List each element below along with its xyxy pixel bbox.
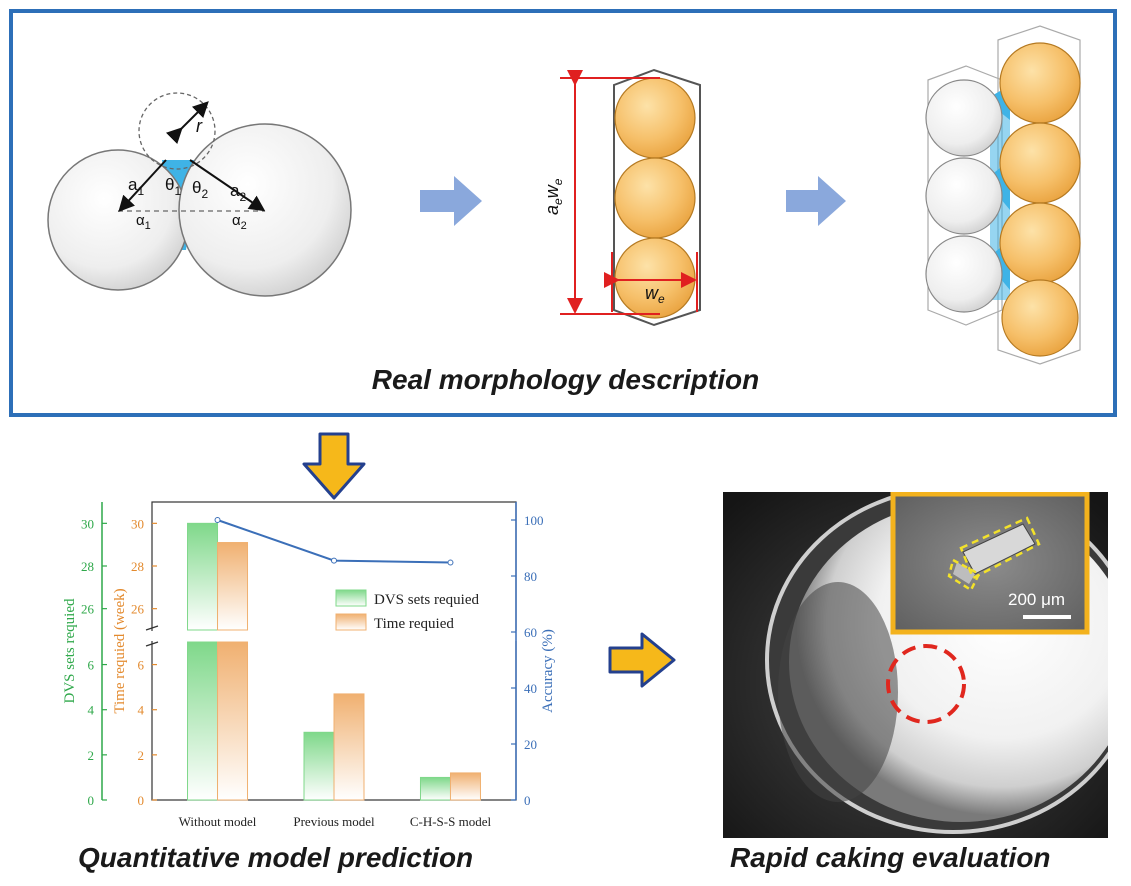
crystal-cluster: [925, 25, 1081, 365]
alpha1-label: α1: [136, 212, 151, 232]
theta2-label: θ2: [192, 178, 208, 201]
alpha2-label: α2: [232, 212, 247, 232]
time-axis-tick-label: 4: [138, 703, 145, 718]
dvs-axis-tick-label: 26: [81, 602, 95, 617]
cluster-gray-1: [925, 79, 1003, 157]
accuracy-axis-tick-label: 80: [524, 569, 537, 584]
accuracy-axis-tick-label: 100: [524, 513, 544, 528]
accuracy-point-0: [214, 517, 221, 523]
dvs-axis-tick-label: 6: [88, 658, 95, 673]
accuracy-point-1: [331, 557, 337, 564]
crystal-outline: [613, 68, 701, 327]
legend-swatch-1: [335, 613, 367, 631]
flow-arrow-1: [420, 176, 482, 226]
category-label: Without model: [179, 814, 257, 829]
prediction-caption: Quantitative model prediction: [78, 842, 474, 873]
accuracy-axis-title: Accuracy (%): [540, 629, 556, 713]
petri-dish-photo: 200 μm: [723, 492, 1108, 838]
cluster-orange-4: [1001, 279, 1079, 357]
caking-caption: Rapid caking evaluation: [730, 842, 1051, 873]
legend-label-0: DVS sets requied: [374, 592, 479, 608]
legend-label-1: Time requied: [374, 616, 454, 632]
time-axis-tick-label: 6: [138, 658, 145, 673]
category-label: Previous model: [293, 814, 375, 829]
axis-break-mark: [145, 641, 159, 647]
a2-label: a2: [230, 181, 246, 204]
accuracy-point-2: [447, 559, 454, 566]
time-axis-title: Time requied (week): [112, 588, 128, 713]
bar-0-2: [419, 776, 451, 801]
meniscus-circle: [138, 92, 216, 170]
time-axis-tick-label: 0: [138, 793, 145, 808]
bar-1-2: [449, 772, 481, 801]
time-axis-tick-label: 30: [131, 516, 144, 531]
cluster-gray-3: [925, 235, 1003, 313]
axis-break-gap: [153, 631, 515, 641]
morphology-diagram: r a1 a2 θ1 θ2 α1 α2 aewe we: [47, 25, 1081, 365]
dvs-axis-tick-label: 0: [88, 793, 95, 808]
cluster-orange-2: [999, 122, 1081, 204]
bar-1-0-upper: [217, 542, 249, 631]
dvs-axis-tick-label: 4: [88, 703, 95, 718]
bar-0-1: [303, 731, 335, 801]
dvs-axis-tick-label: 28: [81, 559, 94, 574]
time-axis-tick-label: 2: [138, 748, 145, 763]
contact-labels: r a1 a2 θ1 θ2 α1 α2: [128, 116, 247, 232]
flow-arrow-2: [786, 176, 846, 226]
bar-1-0-lower: [217, 641, 249, 801]
accuracy-axis-tick-label: 0: [524, 793, 531, 808]
accuracy-line: [217, 519, 451, 564]
bar-0-0-lower: [187, 641, 219, 801]
contact-geometry: [47, 92, 352, 297]
particle-right: [178, 123, 352, 297]
accuracy-axis-tick-label: 20: [524, 737, 537, 752]
caking-highlight-circle: [886, 644, 966, 724]
dvs-axis-title: DVS sets requied: [62, 598, 78, 703]
legend-swatch-0: [335, 589, 367, 607]
cluster-orange-3: [999, 202, 1081, 284]
dvs-axis-tick-label: 30: [81, 516, 94, 531]
a1-label: a1: [128, 175, 144, 198]
particle-orange-3: [614, 237, 696, 319]
length-label: aewe: [542, 178, 565, 215]
crystal-column: [560, 68, 701, 327]
time-axis-tick-label: 26: [131, 602, 145, 617]
cluster-orange-1: [999, 42, 1081, 124]
accuracy-axis-tick-label: 60: [524, 625, 537, 640]
particle-orange-2: [614, 157, 696, 239]
right-arrow: [608, 632, 676, 688]
theta1-label: θ1: [165, 175, 181, 198]
particle-orange-1: [614, 77, 696, 159]
width-label: we: [645, 283, 665, 306]
cluster-gray-2: [925, 157, 1003, 235]
accuracy-axis-tick-label: 40: [524, 681, 537, 696]
particle-left: [47, 149, 189, 291]
morphology-caption: Real morphology description: [371, 364, 760, 395]
radius-label: r: [196, 116, 203, 136]
sem-inset: [890, 492, 1090, 635]
bar-1-1: [333, 693, 365, 801]
bar-0-0-upper: [187, 522, 219, 631]
category-label: C-H-S-S model: [410, 814, 492, 829]
scale-bar-label: 200 μm: [1008, 590, 1065, 609]
down-arrow: [302, 432, 366, 500]
axis-break-mark: [145, 625, 159, 631]
time-axis-tick-label: 28: [131, 559, 144, 574]
morphology-panel-frame: [9, 9, 1117, 417]
dvs-axis-tick-label: 2: [88, 748, 95, 763]
